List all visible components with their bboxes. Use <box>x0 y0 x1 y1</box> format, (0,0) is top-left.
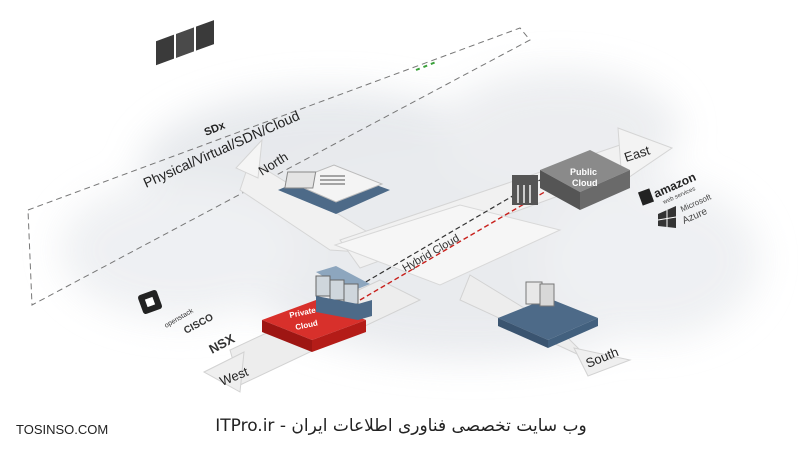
sdx-server-icon <box>156 20 214 66</box>
microsoft-azure-icon <box>657 206 677 228</box>
hybrid-cloud-links <box>351 179 549 301</box>
arrow-south-head <box>573 347 632 377</box>
arrow-north-head <box>235 138 263 179</box>
openstack-icon <box>138 290 162 314</box>
public-cloud-block <box>512 150 630 210</box>
footer-bar: TOSINSO.COM ITPro.ir - وب سایت تخصصی فنا… <box>0 412 800 450</box>
cloud-background <box>60 70 760 360</box>
public-cloud-label-line1: Public <box>570 167 597 177</box>
tosinso-brand: TOSINSO.COM <box>16 422 109 437</box>
public-cloud-label-line2: Cloud <box>572 178 598 188</box>
central-plaza <box>333 204 562 286</box>
arrow-west-head <box>202 351 245 393</box>
south-server <box>498 281 598 348</box>
arrow-east-head <box>617 127 674 183</box>
north-server <box>278 164 390 214</box>
itpro-brand: ITPro.ir - وب سایت تخصصی فناوری اطلاعات … <box>215 416 587 436</box>
boundary-accent <box>415 61 437 71</box>
amazon-web-services-icon <box>637 188 655 206</box>
sdx-boundary <box>27 27 531 306</box>
private-cloud-servers <box>315 266 372 320</box>
